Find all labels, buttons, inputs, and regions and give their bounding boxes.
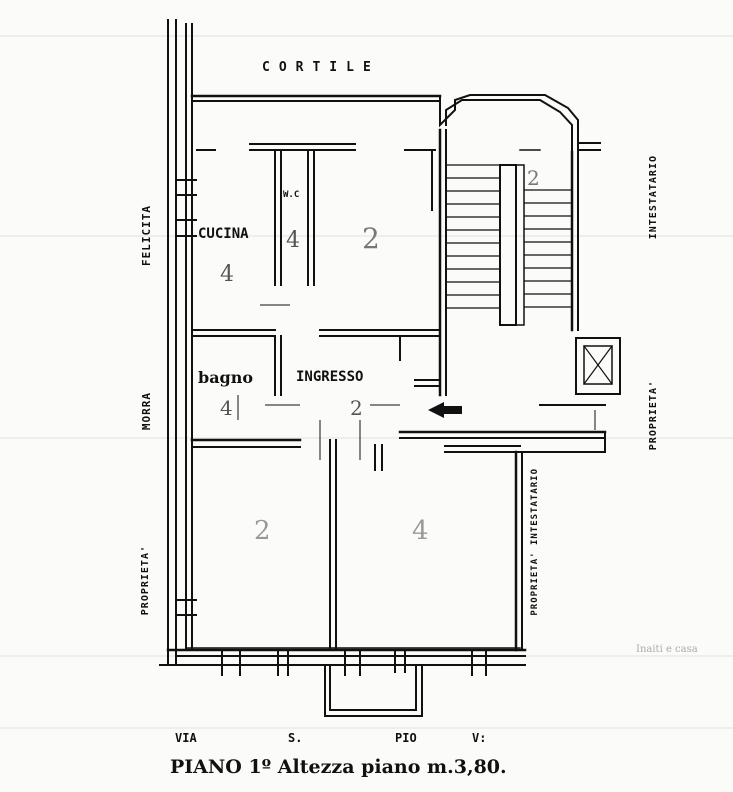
- background-grid: [0, 35, 733, 729]
- label-felicita: FELICITA: [140, 205, 153, 266]
- label-cucina: CUCINA: [198, 226, 249, 242]
- entrance-arrow-icon: [428, 402, 462, 418]
- door-marks: [237, 304, 600, 460]
- label-morra: MORRA: [140, 392, 153, 431]
- label-ingresso: INGRESSO: [296, 369, 364, 385]
- room-number-ingresso: 2: [350, 396, 363, 420]
- street-via: VIA: [175, 731, 197, 745]
- room-number-wc: 4: [286, 228, 300, 253]
- room-number-cucina: 4: [220, 262, 234, 287]
- room-number-upper-mid: 2: [362, 222, 380, 255]
- street-v: V:: [472, 731, 487, 745]
- label-wc: W.C: [283, 190, 300, 200]
- walls: [159, 19, 621, 717]
- plan-caption: PIANO 1º Altezza piano m.3,80.: [170, 756, 507, 778]
- street-s: S.: [288, 731, 303, 745]
- label-intestatario-right: INTESTATARIO: [648, 155, 659, 240]
- label-proprieta-left: PROPRIETA': [140, 545, 151, 616]
- label-bagno: bagno: [198, 368, 254, 387]
- room-number-stair: 2: [527, 166, 540, 190]
- label-cortile: CORTILE: [262, 60, 380, 75]
- margin-note: Inaiti e casa: [636, 644, 698, 655]
- room-number-lower-right: 4: [412, 516, 429, 546]
- label-proprieta-intestatario-mid: PROPRIETA' INTESTATARIO: [530, 468, 540, 616]
- label-proprieta-right: PROPRIETA': [648, 380, 659, 451]
- room-number-lower-left: 2: [254, 516, 271, 546]
- stair-treads: [446, 164, 572, 309]
- room-number-bagno: 4: [220, 396, 233, 420]
- street-pio: PIO: [395, 731, 417, 745]
